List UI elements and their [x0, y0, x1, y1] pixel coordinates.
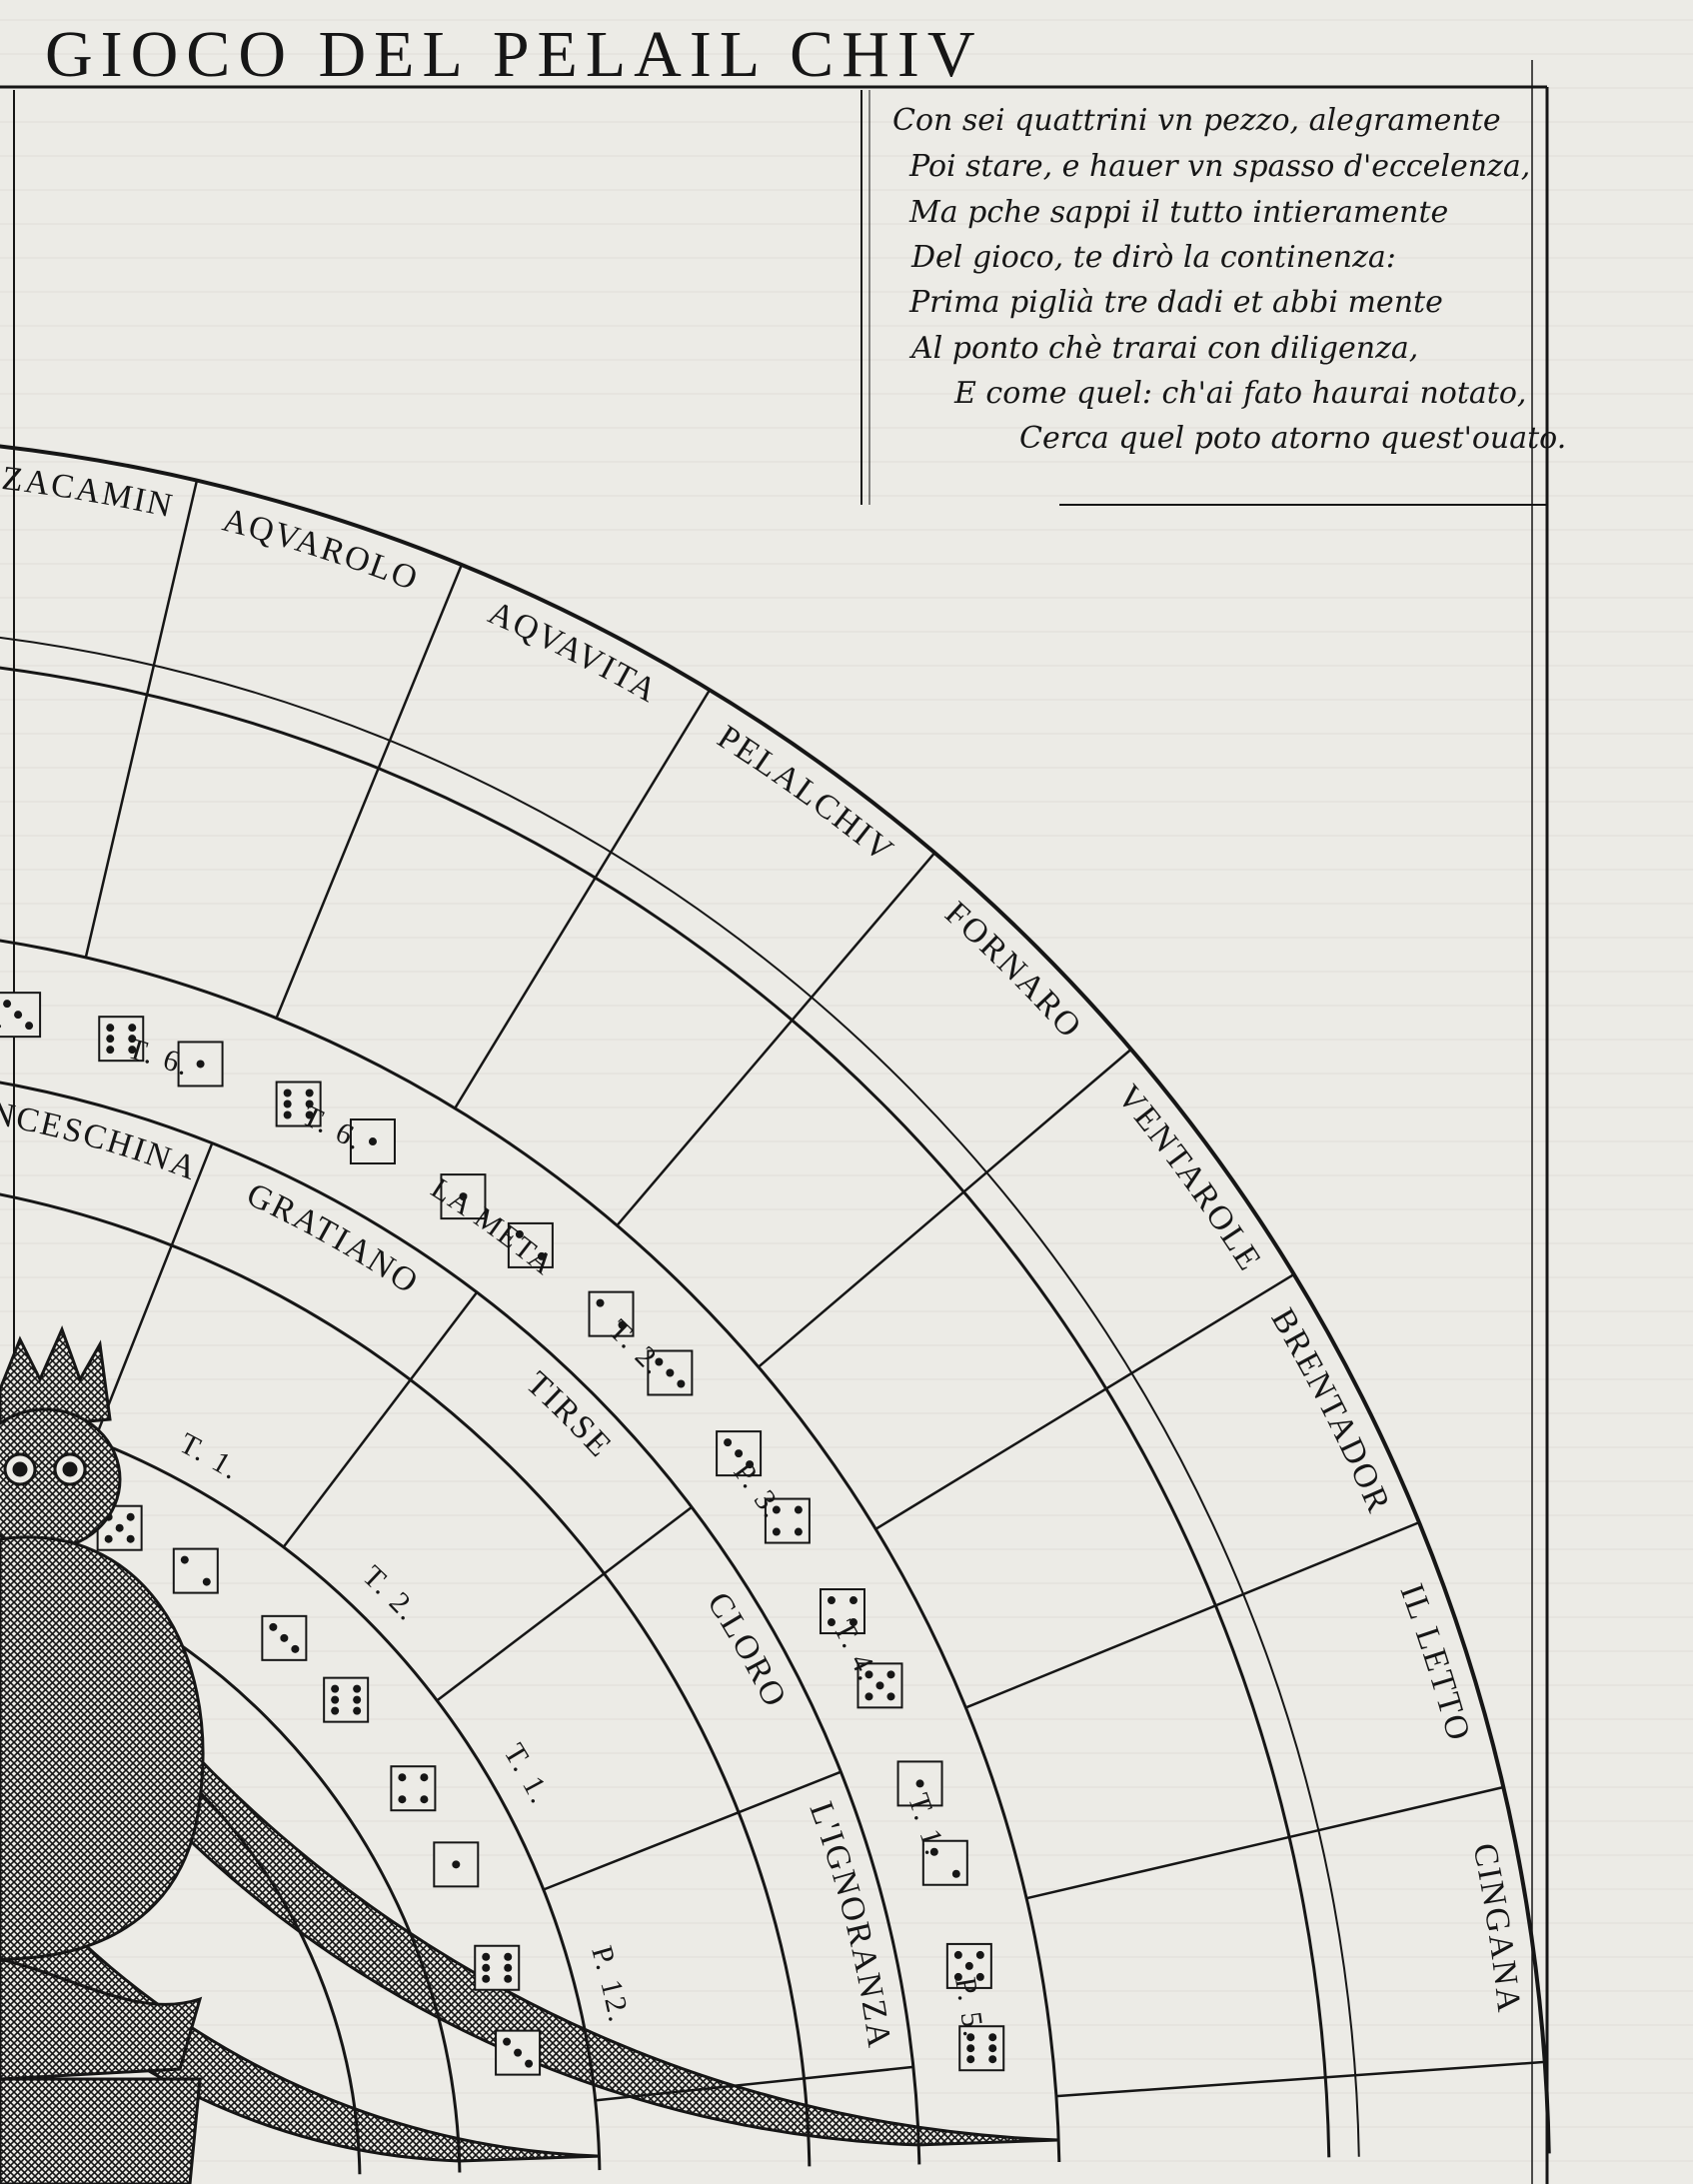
die-face: [261, 1614, 308, 1661]
ring-arc: [0, 1081, 921, 2165]
sector-divider: [84, 480, 199, 959]
die-face: [433, 1841, 480, 1888]
die-face: [474, 1944, 521, 1991]
die-face: [896, 1760, 943, 1807]
sector-divider: [758, 1048, 1132, 1368]
die-face: [819, 1588, 865, 1635]
die-face: [945, 1942, 992, 1989]
die-face: [275, 1081, 322, 1127]
die-face: [323, 1676, 370, 1723]
die-face: [390, 1765, 437, 1812]
sector-divider: [436, 1505, 693, 1702]
sector-divider: [454, 689, 712, 1109]
dice-band-outer: [0, 1486, 1059, 2147]
verse-line-8: Cerca quel poto atorno quest'ouato.: [1019, 421, 1566, 456]
sector-divider: [543, 1770, 842, 1891]
sector-divider: [93, 1142, 214, 1441]
sector-divider: [282, 1291, 479, 1548]
ring-arc: [0, 1553, 462, 2173]
rules-verse: Con sei quattrini vn pezzo, alegramente …: [892, 103, 1566, 456]
sector-divider: [275, 564, 464, 1020]
sector-divider: [964, 1520, 1420, 1709]
verse-line-4: Del gioco, te dirò la continenza:: [910, 240, 1396, 275]
die-face: [177, 1041, 224, 1088]
outer-score-label: P. 2.: [0, 994, 9, 1036]
sector-divider: [874, 1272, 1295, 1530]
board-title: GIOCO DEL PELAIL CHIV: [45, 18, 983, 91]
ring-arc: [0, 636, 1360, 2157]
verse-line-1: Con sei quattrini vn pezzo, alegramente: [892, 103, 1501, 138]
die-face: [764, 1497, 811, 1544]
ring-arc: [0, 444, 1551, 2154]
die-face: [958, 2025, 1005, 2072]
die-face: [495, 2029, 542, 2076]
dice-cells: [0, 992, 1005, 2076]
die-face: [440, 1173, 487, 1220]
sector-divider: [1025, 1785, 1504, 1900]
verse-line-3: Ma pche sappi il tutto intieramente: [908, 195, 1448, 230]
die-face: [856, 1662, 903, 1709]
ring-arc: [0, 1192, 812, 2167]
owl-emblem: [0, 1324, 205, 2184]
die-face: [507, 1221, 554, 1268]
die-face: [349, 1118, 396, 1165]
verse-line-5: Prima piglià tre dadi et abbi mente: [908, 285, 1443, 320]
die-face: [0, 992, 42, 1039]
die-face: [647, 1349, 694, 1396]
ring-arc: [0, 939, 1061, 2163]
verse-line-6: Al ponto chè trarai con diligenza,: [908, 331, 1418, 366]
die-face: [98, 1016, 145, 1063]
die-face: [921, 1839, 968, 1886]
sector-divider: [616, 852, 936, 1226]
sector-divider: [1055, 2060, 1545, 2098]
die-face: [172, 1547, 219, 1594]
ring-arc: [0, 666, 1331, 2158]
verse-line-2: Poi stare, e hauer vn spasso d'eccelenza…: [908, 149, 1530, 184]
die-face: [588, 1290, 635, 1337]
sector-divider: [595, 2065, 913, 2102]
verse-line-7: E come quel: ch'ai fato haurai notato,: [953, 376, 1526, 411]
die-face: [716, 1430, 763, 1477]
board-spokes: [84, 480, 1545, 2102]
